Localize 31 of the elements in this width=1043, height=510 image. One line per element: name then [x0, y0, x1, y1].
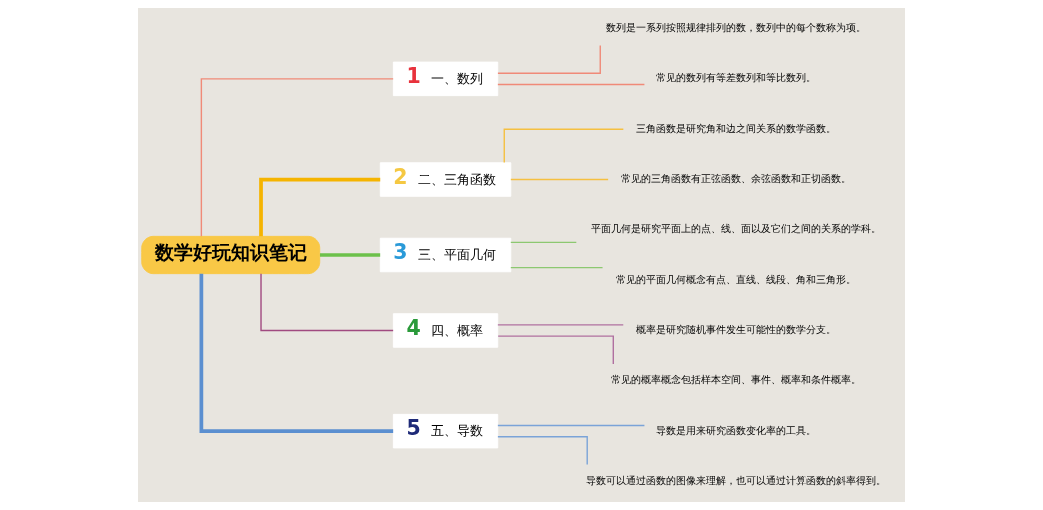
connector	[510, 266, 604, 269]
node-text: 导数是用来研究函数变化率的工具。	[656, 423, 817, 436]
connector	[503, 128, 625, 164]
connector	[199, 273, 394, 433]
node-text: 平面几何是研究平面上的点、线、面以及它们之间的关系的学科。	[591, 222, 882, 235]
connector	[200, 78, 394, 237]
connector	[260, 272, 394, 332]
connector	[497, 424, 646, 427]
node-box: 3 三、平面几何	[379, 237, 512, 273]
node-text: 数列是一系列按照规律排列的数，数列中的每个数称为项。	[606, 21, 867, 34]
node-text: 三角函数是研究角和边之间关系的数学函数。	[636, 121, 837, 134]
node-box: 5 五、导数	[392, 413, 499, 449]
node-text: 常见的三角函数有正弦函数、余弦函数和正切函数。	[621, 172, 852, 185]
node-box: 4 四、概率	[392, 313, 499, 348]
node-text: 常见的数列有等差数列和等比数列。	[656, 71, 817, 84]
node-box: 2 二、三角函数	[379, 162, 512, 197]
node-text: 常见的概率概念包括样本空间、事件、概率和条件概率。	[611, 373, 862, 386]
node-box: 1 一、数列	[392, 61, 499, 97]
connector	[259, 177, 381, 237]
connector	[510, 241, 578, 244]
connector	[497, 436, 588, 466]
connector	[319, 253, 381, 257]
connector	[497, 324, 624, 326]
connector	[497, 44, 601, 74]
connector	[497, 335, 614, 365]
node-box: 数学好玩知识笔记	[141, 235, 321, 275]
node-text: 导数可以通过函数的图像来理解，也可以通过计算函数的斜率得到。	[586, 474, 887, 487]
connector	[510, 178, 609, 181]
node-text: 概率是研究随机事件发生可能性的数学分支。	[636, 323, 837, 336]
node-text: 常见的平面几何概念有点、直线、线段、角和三角形。	[616, 272, 857, 285]
connector	[497, 83, 646, 86]
